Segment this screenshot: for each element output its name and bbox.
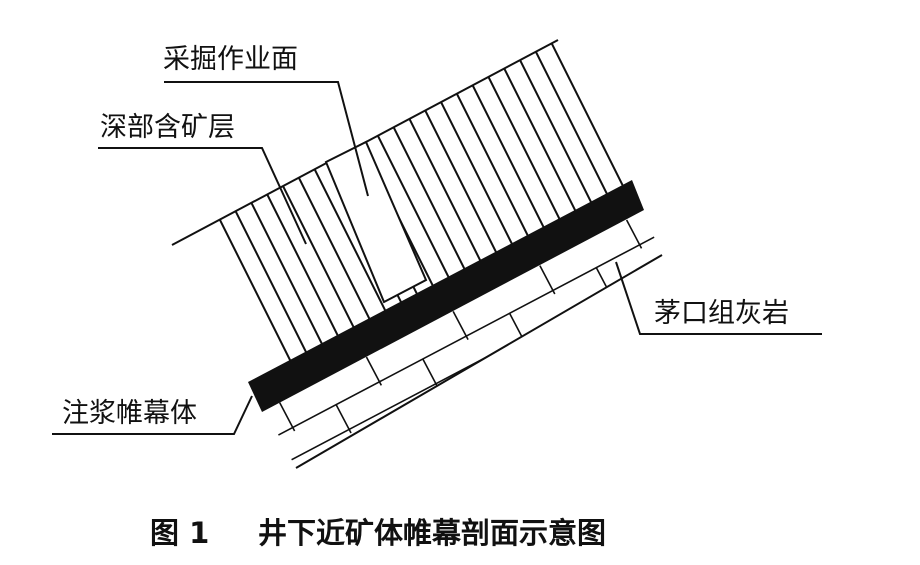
- maokou-limestone-region: [193, 174, 728, 476]
- brick-joint-line: [539, 265, 556, 295]
- figure-number: 图 1: [150, 516, 209, 550]
- hatch-line: [640, 20, 840, 420]
- brick-row-line: [264, 205, 662, 466]
- hatch-line: [619, 40, 634, 392]
- brick-joint-line: [278, 402, 296, 432]
- brick-joint-line: [713, 174, 728, 202]
- brick-joint-line: [264, 449, 266, 468]
- brick-joint-line: [452, 310, 469, 341]
- mining-face-label: 采掘作业面: [163, 44, 298, 75]
- hatch-line: [539, 40, 634, 392]
- mining-face-leader: [164, 81, 369, 197]
- figure-title: 井下近矿体帷幕剖面示意图: [258, 516, 606, 550]
- brick-joint-line: [625, 219, 643, 249]
- grout-curtain-leader: [52, 395, 253, 435]
- brick-joint-line: [193, 448, 208, 476]
- hatch-line: [700, 20, 900, 420]
- deep-ore-layer-leader: [98, 147, 307, 245]
- brick-joint-line: [365, 356, 383, 386]
- grout-curtain-label: 注浆帷幕体: [62, 398, 197, 429]
- hatch-line: [680, 20, 880, 420]
- hatch-line: [720, 20, 920, 420]
- mining-face-shaft: [324, 140, 428, 304]
- deep-ore-layer-label: 深部含矿层: [100, 112, 235, 143]
- brick-joint-line: [683, 222, 698, 250]
- hatch-line: [660, 20, 860, 420]
- deep-ore-layer-region: [171, 20, 920, 420]
- brick-joint-line: [335, 404, 352, 434]
- brick-joint-line: [422, 358, 439, 388]
- maokou-limestone-leader: [615, 261, 822, 335]
- limestone-bottom-boundary: [295, 254, 663, 469]
- hatch-line: [599, 40, 634, 392]
- grout-curtain-band: [248, 180, 644, 412]
- maokou-limestone-label: 茅口组灰岩: [654, 298, 789, 329]
